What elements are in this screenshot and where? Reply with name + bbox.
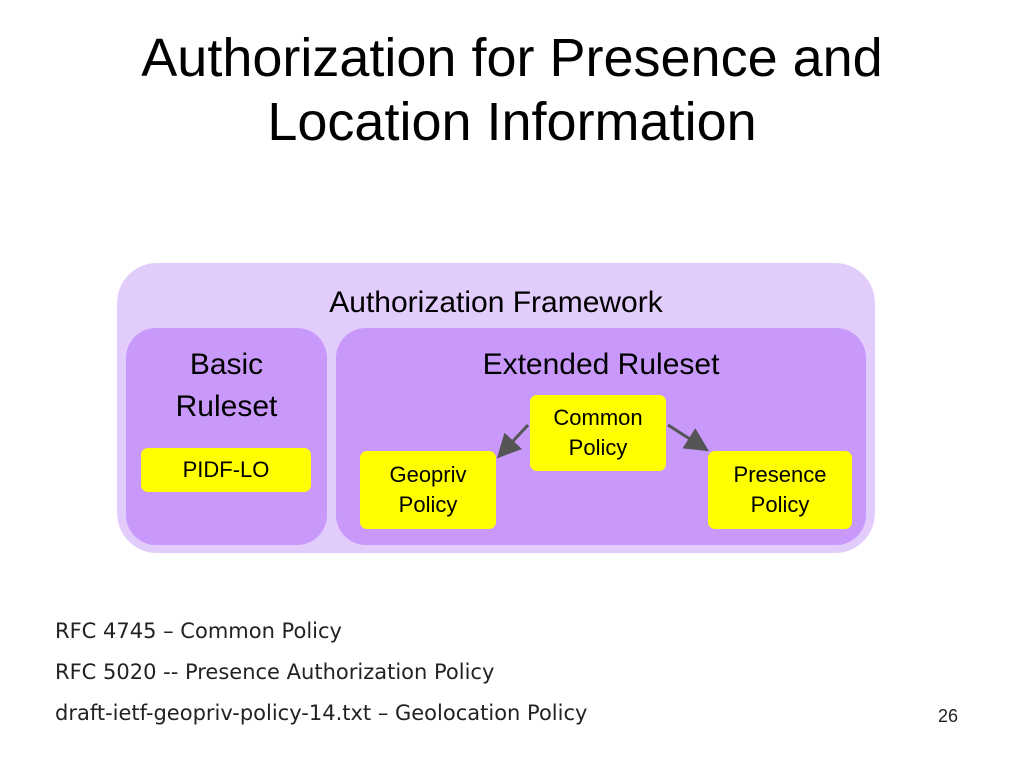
slide-title: Authorization for Presence and Location … (0, 26, 1024, 154)
slide-title-line-1: Authorization for Presence and (141, 28, 883, 88)
geopriv-policy-line-2: Policy (398, 492, 458, 517)
presence-policy-box: Presence Policy (708, 451, 852, 529)
references-list: RFC 4745 – Common Policy RFC 5020 -- Pre… (55, 616, 587, 739)
pidf-lo-box: PIDF-LO (141, 448, 311, 492)
authorization-framework-container: Authorization Framework Basic Ruleset PI… (117, 263, 875, 553)
authorization-framework-label: Authorization Framework (329, 286, 663, 319)
common-policy-line-2: Policy (568, 435, 628, 460)
basic-ruleset-panel: Basic Ruleset PIDF-LO (126, 328, 327, 545)
extended-ruleset-panel: Extended Ruleset Common Policy Geopriv P… (336, 328, 866, 545)
arrow-common-to-geopriv (496, 423, 530, 459)
geopriv-policy-box: Geopriv Policy (360, 451, 496, 529)
reference-rfc-5020: RFC 5020 -- Presence Authorization Polic… (55, 660, 495, 684)
reference-draft-geopriv-policy: draft-ietf-geopriv-policy-14.txt – Geolo… (55, 701, 588, 725)
slide-title-line-2: Location Information (267, 92, 757, 152)
basic-ruleset-label-line-1: Basic (189, 348, 264, 381)
policy-connector-arrows (496, 423, 710, 459)
presence-policy-line-1: Presence (733, 462, 827, 487)
presence-policy-line-2: Policy (750, 492, 810, 517)
geopriv-policy-line-1: Geopriv (389, 462, 467, 487)
reference-rfc-4745: RFC 4745 – Common Policy (55, 619, 342, 643)
common-policy-box: Common Policy (530, 395, 666, 471)
common-policy-line-1: Common (553, 405, 643, 430)
page-number: 26 (938, 706, 959, 726)
basic-ruleset-label: Basic Ruleset (126, 344, 327, 428)
basic-ruleset-label-line-2: Ruleset (175, 390, 278, 423)
extended-ruleset-label: Extended Ruleset (482, 348, 720, 381)
pidf-lo-label: PIDF-LO (182, 457, 270, 482)
arrow-common-to-presence (667, 423, 710, 452)
